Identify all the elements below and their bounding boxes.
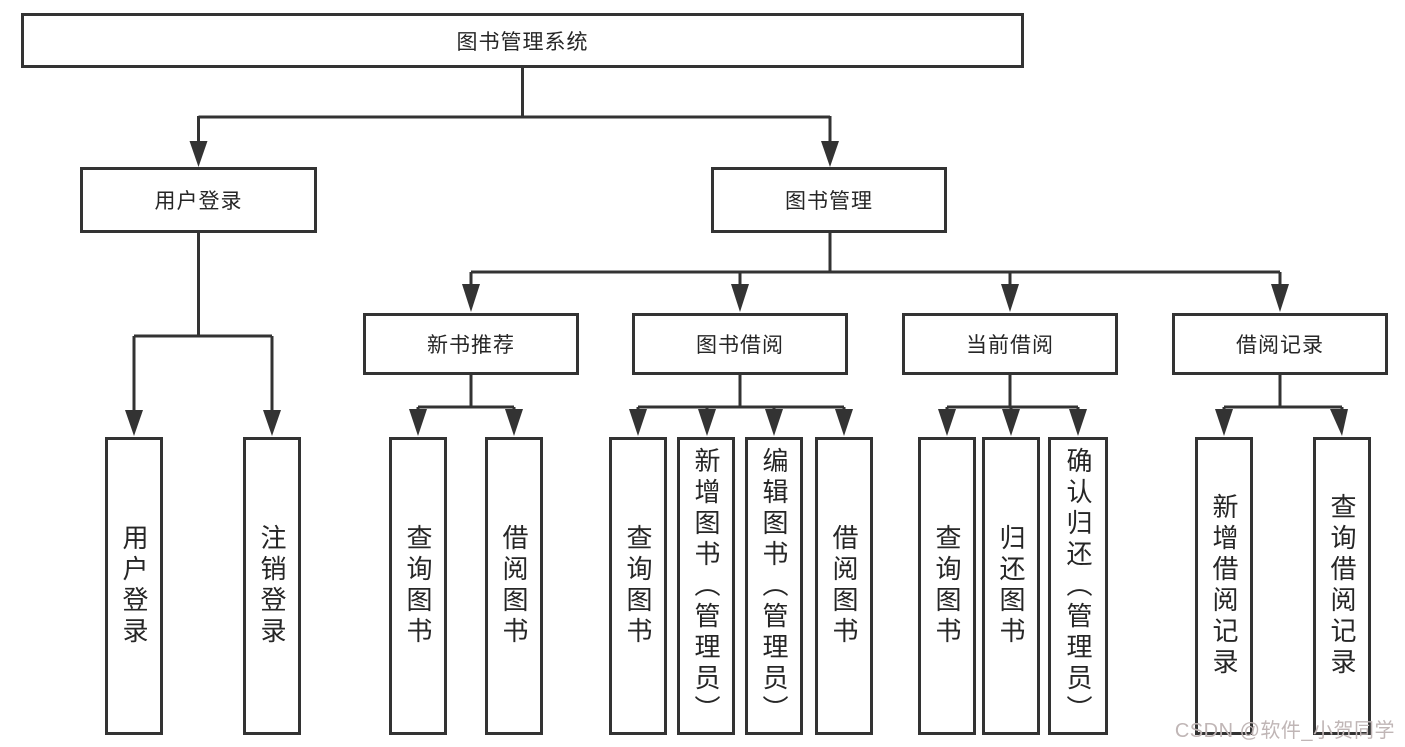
leaf-bb-borrow-books: 借阅图书 <box>815 437 873 735</box>
leaf-cb-confirm-return-admin-label: 确认归还（管理员） <box>1063 446 1093 726</box>
leaf-bb-query-books: 查询图书 <box>609 437 667 735</box>
watermark: CSDN @软件_小贺同学 <box>1174 720 1395 742</box>
leaf-br-query-record: 查询借阅记录 <box>1313 437 1371 735</box>
leaf-logout: 注销登录 <box>243 437 301 735</box>
leaf-cb-query-books-label: 查询图书 <box>932 524 962 648</box>
leaf-user-login: 用户登录 <box>105 437 163 735</box>
leaf-nbr-query-books: 查询图书 <box>389 437 447 735</box>
node-new-book-recommendation-label: 新书推荐 <box>427 334 515 357</box>
node-user-login: 用户登录 <box>80 167 317 233</box>
leaf-br-add-record: 新增借阅记录 <box>1195 437 1253 735</box>
node-book-management: 图书管理 <box>711 167 947 233</box>
leaf-bb-add-books-admin: 新增图书（管理员） <box>677 437 735 735</box>
node-borrowing-records: 借阅记录 <box>1172 313 1388 375</box>
leaf-cb-confirm-return-admin: 确认归还（管理员） <box>1048 437 1108 735</box>
node-book-borrowing-label: 图书借阅 <box>696 334 784 357</box>
leaf-nbr-borrow-books-label: 借阅图书 <box>499 524 529 648</box>
leaf-nbr-query-books-label: 查询图书 <box>403 524 433 648</box>
leaf-nbr-borrow-books: 借阅图书 <box>485 437 543 735</box>
leaf-cb-query-books: 查询图书 <box>918 437 976 735</box>
node-current-borrowing: 当前借阅 <box>902 313 1118 375</box>
node-current-borrowing-label: 当前借阅 <box>966 334 1054 357</box>
leaf-cb-return-books-label: 归还图书 <box>996 524 1026 648</box>
node-user-login-label: 用户登录 <box>154 190 243 213</box>
node-system-root-label: 图书管理系统 <box>456 30 589 54</box>
leaf-bb-query-books-label: 查询图书 <box>623 524 653 648</box>
leaf-bb-edit-books-admin-label: 编辑图书（管理员） <box>759 446 789 726</box>
node-borrowing-records-label: 借阅记录 <box>1236 334 1324 357</box>
node-book-borrowing: 图书借阅 <box>632 313 848 375</box>
node-new-book-recommendation: 新书推荐 <box>363 313 579 375</box>
leaf-br-query-record-label: 查询借阅记录 <box>1327 493 1357 679</box>
node-system-root: 图书管理系统 <box>21 13 1024 68</box>
leaf-cb-return-books: 归还图书 <box>982 437 1040 735</box>
node-book-management-label: 图书管理 <box>785 190 873 213</box>
leaf-bb-add-books-admin-label: 新增图书（管理员） <box>691 446 721 726</box>
leaf-bb-borrow-books-label: 借阅图书 <box>829 524 859 648</box>
leaf-br-add-record-label: 新增借阅记录 <box>1209 493 1239 679</box>
leaf-user-login-label: 用户登录 <box>119 524 149 648</box>
leaf-bb-edit-books-admin: 编辑图书（管理员） <box>745 437 803 735</box>
leaf-logout-label: 注销登录 <box>257 524 287 648</box>
